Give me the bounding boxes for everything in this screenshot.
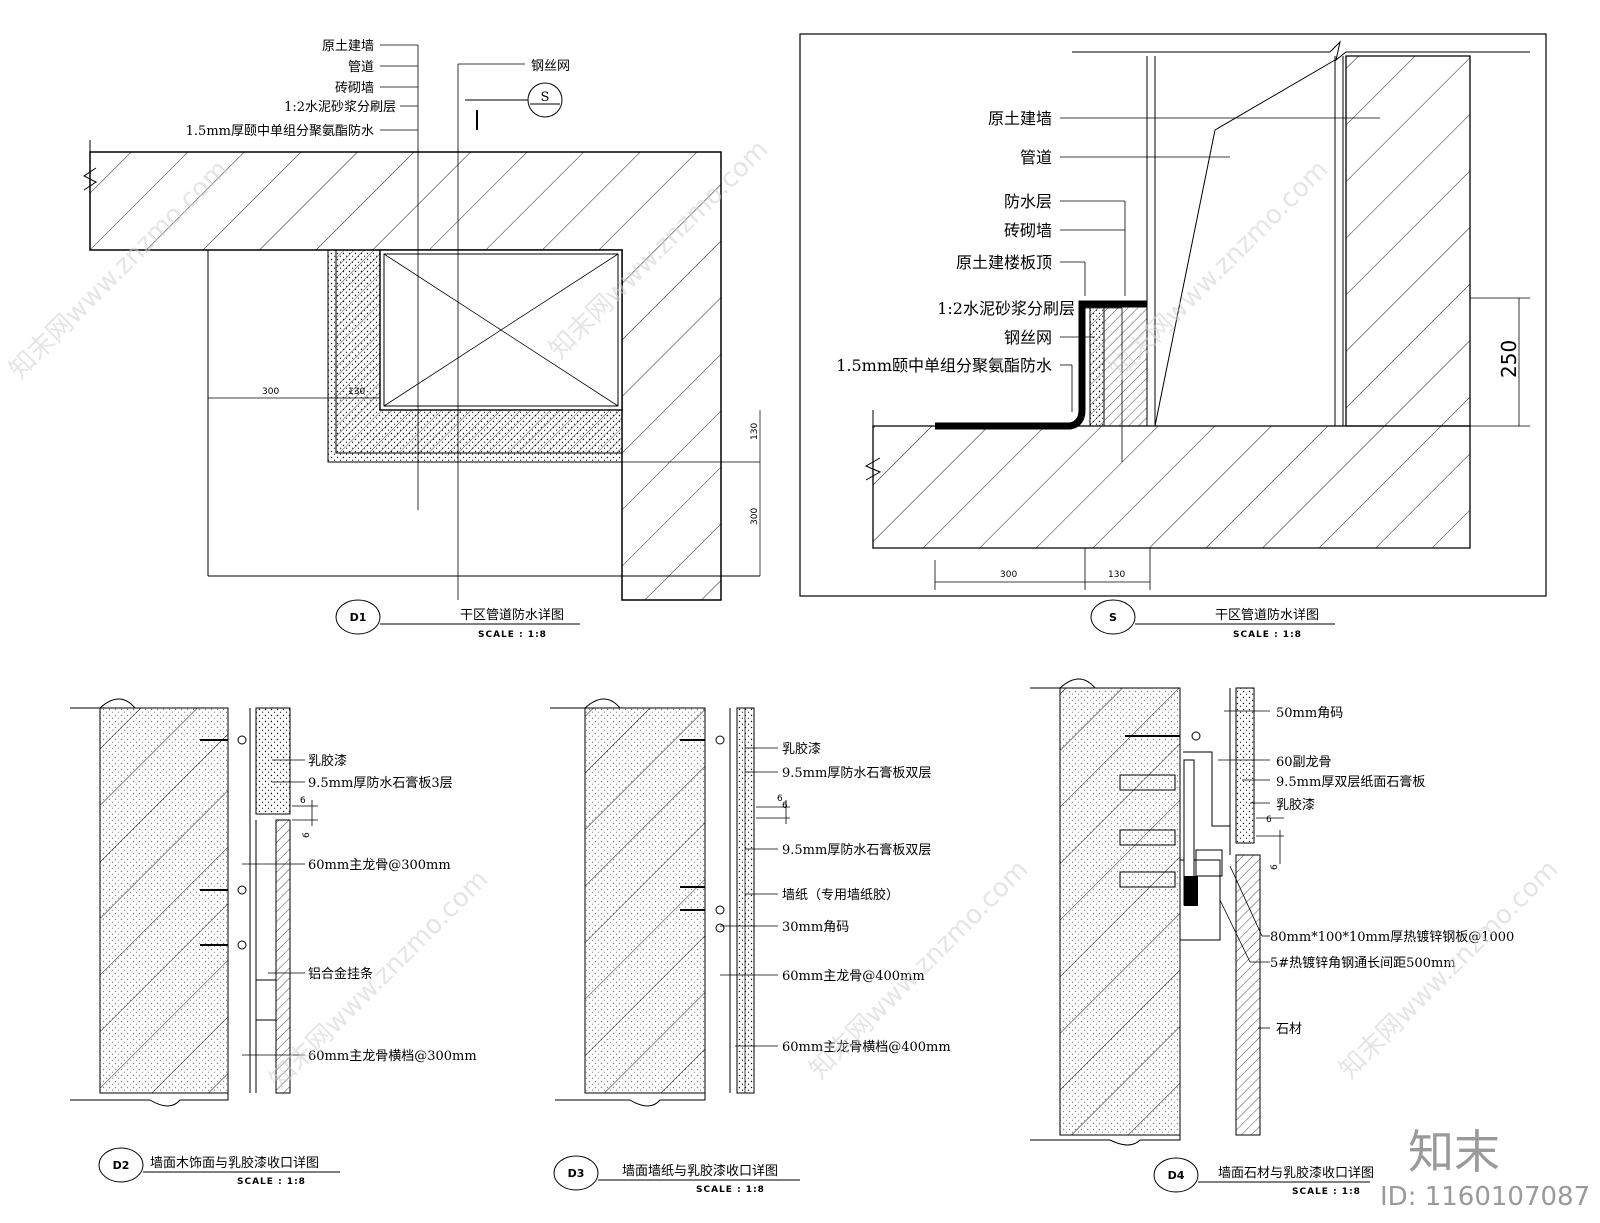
- d3-scale: SCALE : 1:8: [696, 1185, 765, 1195]
- s-title: 干区管道防水详图: [1215, 607, 1319, 623]
- s-tag: S: [1109, 611, 1117, 624]
- s-label-3: 砖砌墙: [1004, 221, 1052, 240]
- d3-label-0: 乳胶漆: [782, 741, 821, 757]
- s-label-2: 防水层: [1004, 192, 1052, 211]
- d1-section-letter: S: [541, 90, 550, 105]
- d2-label-4: 60mm主龙骨横档@300mm: [308, 1049, 477, 1064]
- d2-tag-bubble: [98, 1147, 144, 1183]
- d3-drawing: 乳胶漆 9.5mm厚防水石膏板双层 6 6 9.5mm厚防水石膏板双层 墙纸（专…: [550, 698, 951, 1195]
- s-label-7: 1.5mm颐中单组分聚氨酯防水: [836, 356, 1052, 375]
- d1-dim-300w: 300: [262, 387, 279, 397]
- d2-label-3: 铝合金挂条: [308, 966, 373, 982]
- d4-drawing: 50mm角码 60副龙骨 9.5mm厚双层纸面石膏板 乳胶漆 6 6 80mm*…: [1030, 678, 1514, 1197]
- d3-label-1: 9.5mm厚防水石膏板双层: [782, 765, 931, 781]
- image-id: ID: 1160107087: [1380, 1182, 1590, 1212]
- d4-scale: SCALE : 1:8: [1292, 1187, 1361, 1197]
- d2-title: 墙面木饰面与乳胶漆收口详图: [150, 1155, 319, 1171]
- s-dim-300: 300: [1000, 570, 1017, 580]
- d3-label-4: 30mm角码: [782, 920, 849, 935]
- s-label-6: 钢丝网: [1004, 328, 1052, 347]
- d1-dim-130w: 130: [348, 387, 365, 397]
- d1-drawing: 300 130 130 300 原土建墙 管道 砖砌墙 1:2水泥砂浆分刷层 1…: [83, 39, 761, 640]
- d3-title: 墙面墙纸与乳胶漆收口详图: [622, 1163, 778, 1179]
- d1-scale: SCALE : 1:8: [478, 630, 547, 640]
- s-scale: SCALE : 1:8: [1233, 630, 1302, 640]
- brand-logo: 知末: [1408, 1125, 1500, 1179]
- d1-label-4: 1.5mm厚颐中单组分聚氨酯防水: [186, 123, 374, 139]
- d2-label-0: 乳胶漆: [308, 753, 347, 769]
- d1-tag-bubble: [335, 599, 381, 635]
- d3-dim-b: 6: [782, 801, 788, 811]
- d4-label-2: 9.5mm厚双层纸面石膏板: [1276, 774, 1425, 790]
- d2-label-1: 9.5mm厚防水石膏板3层: [308, 775, 453, 791]
- d3-tag: D3: [568, 1167, 585, 1180]
- d1-tag: D1: [350, 611, 367, 624]
- s-drawing: 250 300 130 原土建墙 管道 防水层 砖砌墙 原土建楼板顶 1:2水泥…: [799, 33, 1547, 640]
- s-tag-bubble: [1090, 599, 1136, 635]
- d3-tag-bubble: [553, 1155, 599, 1191]
- s-dim-130: 130: [1108, 570, 1125, 580]
- d4-label-4: 80mm*100*10mm厚热镀锌钢板@1000: [1270, 929, 1514, 945]
- d4-label-0: 50mm角码: [1276, 706, 1343, 721]
- d1-label-0: 原土建墙: [322, 39, 374, 54]
- d1-label-3: 1:2水泥砂浆分刷层: [284, 100, 396, 115]
- watermark-text-3: 知末网www.znzmo.com: [1104, 154, 1335, 385]
- d4-dim-b: 6: [1270, 864, 1280, 870]
- d4-label-6: 石材: [1276, 1022, 1302, 1037]
- d2-scale: SCALE : 1:8: [237, 1177, 306, 1187]
- d2-drawing: 乳胶漆 9.5mm厚防水石膏板3层 6 6 60mm主龙骨@300mm 铝合金挂…: [70, 698, 477, 1187]
- d2-tag: D2: [113, 1159, 130, 1172]
- d1-dim-130h: 130: [750, 423, 760, 440]
- d4-title: 墙面石材与乳胶漆收口详图: [1218, 1165, 1374, 1181]
- d2-label-2: 60mm主龙骨@300mm: [308, 858, 451, 873]
- s-label-5: 1:2水泥砂浆分刷层: [937, 299, 1075, 318]
- d1-section-marker: [527, 82, 563, 118]
- d4-label-1: 60副龙骨: [1276, 755, 1332, 770]
- d4-tag-bubble: [1153, 1157, 1199, 1193]
- d1-title: 干区管道防水详图: [460, 607, 564, 623]
- s-label-1: 管道: [1020, 148, 1052, 167]
- d4-tag: D4: [1168, 1169, 1185, 1182]
- d2-dim-a: 6: [300, 796, 306, 806]
- d1-label-1: 管道: [348, 60, 374, 75]
- d1-wire-mesh-label: 钢丝网: [531, 59, 570, 74]
- d3-label-2: 9.5mm厚防水石膏板双层: [782, 842, 931, 858]
- d3-label-5: 60mm主龙骨@400mm: [782, 969, 925, 984]
- d4-dim-a: 6: [1266, 815, 1272, 825]
- d2-dim-b: 6: [302, 832, 312, 838]
- d1-label-2: 砖砌墙: [335, 81, 374, 96]
- d3-label-3: 墙纸（专用墙纸胶）: [782, 887, 899, 903]
- s-label-4: 原土建楼板顶: [956, 253, 1052, 272]
- d1-dim-300h: 300: [750, 508, 760, 525]
- s-dim-250: 250: [1497, 340, 1521, 378]
- d3-dim-a: 6: [777, 794, 783, 804]
- s-label-0: 原土建墙: [988, 109, 1052, 128]
- d4-label-5: 5#热镀锌角钢通长间距500mm: [1270, 955, 1456, 971]
- d3-label-6: 60mm主龙骨横档@400mm: [782, 1040, 951, 1055]
- d4-label-3: 乳胶漆: [1276, 797, 1315, 813]
